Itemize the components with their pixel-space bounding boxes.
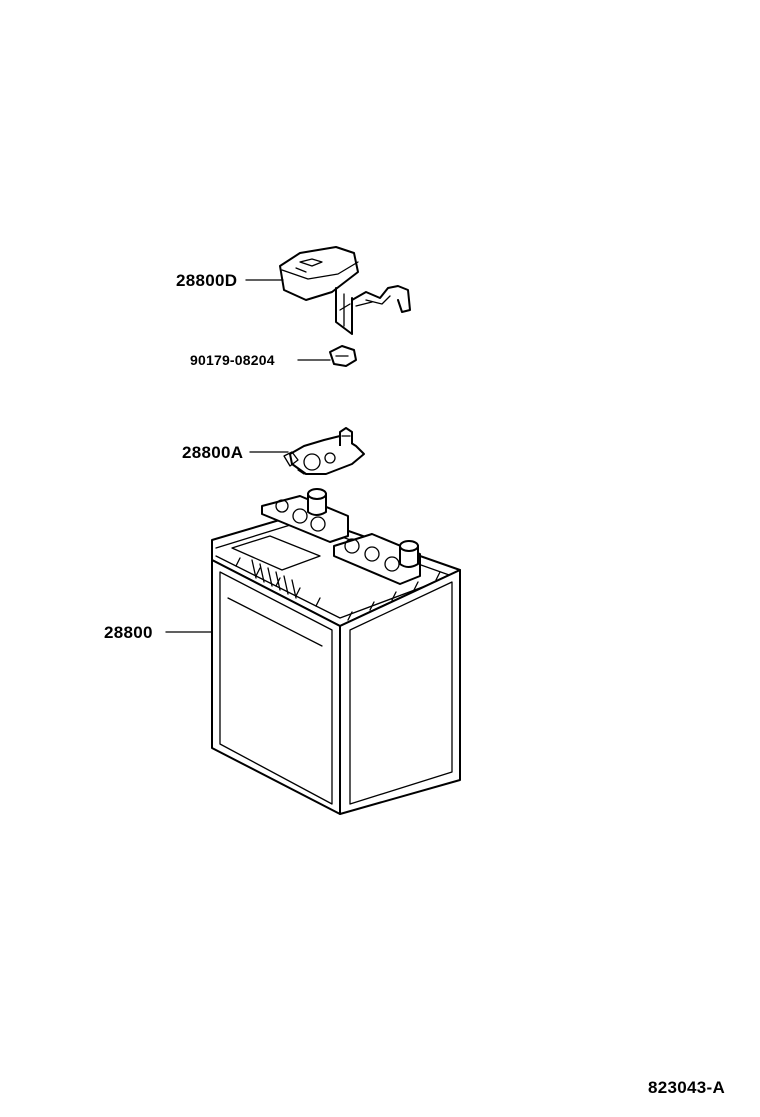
part-number-28800D: 28800D xyxy=(176,271,238,290)
terminal-clamp-drawing xyxy=(283,427,365,475)
diagram-id: 823043-A xyxy=(648,1078,726,1097)
battery-drawing xyxy=(211,488,461,815)
part-number-28800: 28800 xyxy=(104,623,153,642)
nut-drawing xyxy=(329,345,357,367)
part-number-28800A: 28800A xyxy=(182,443,244,462)
terminal-cover-drawing xyxy=(279,246,411,335)
part-number-90179-08204: 90179-08204 xyxy=(190,352,275,368)
